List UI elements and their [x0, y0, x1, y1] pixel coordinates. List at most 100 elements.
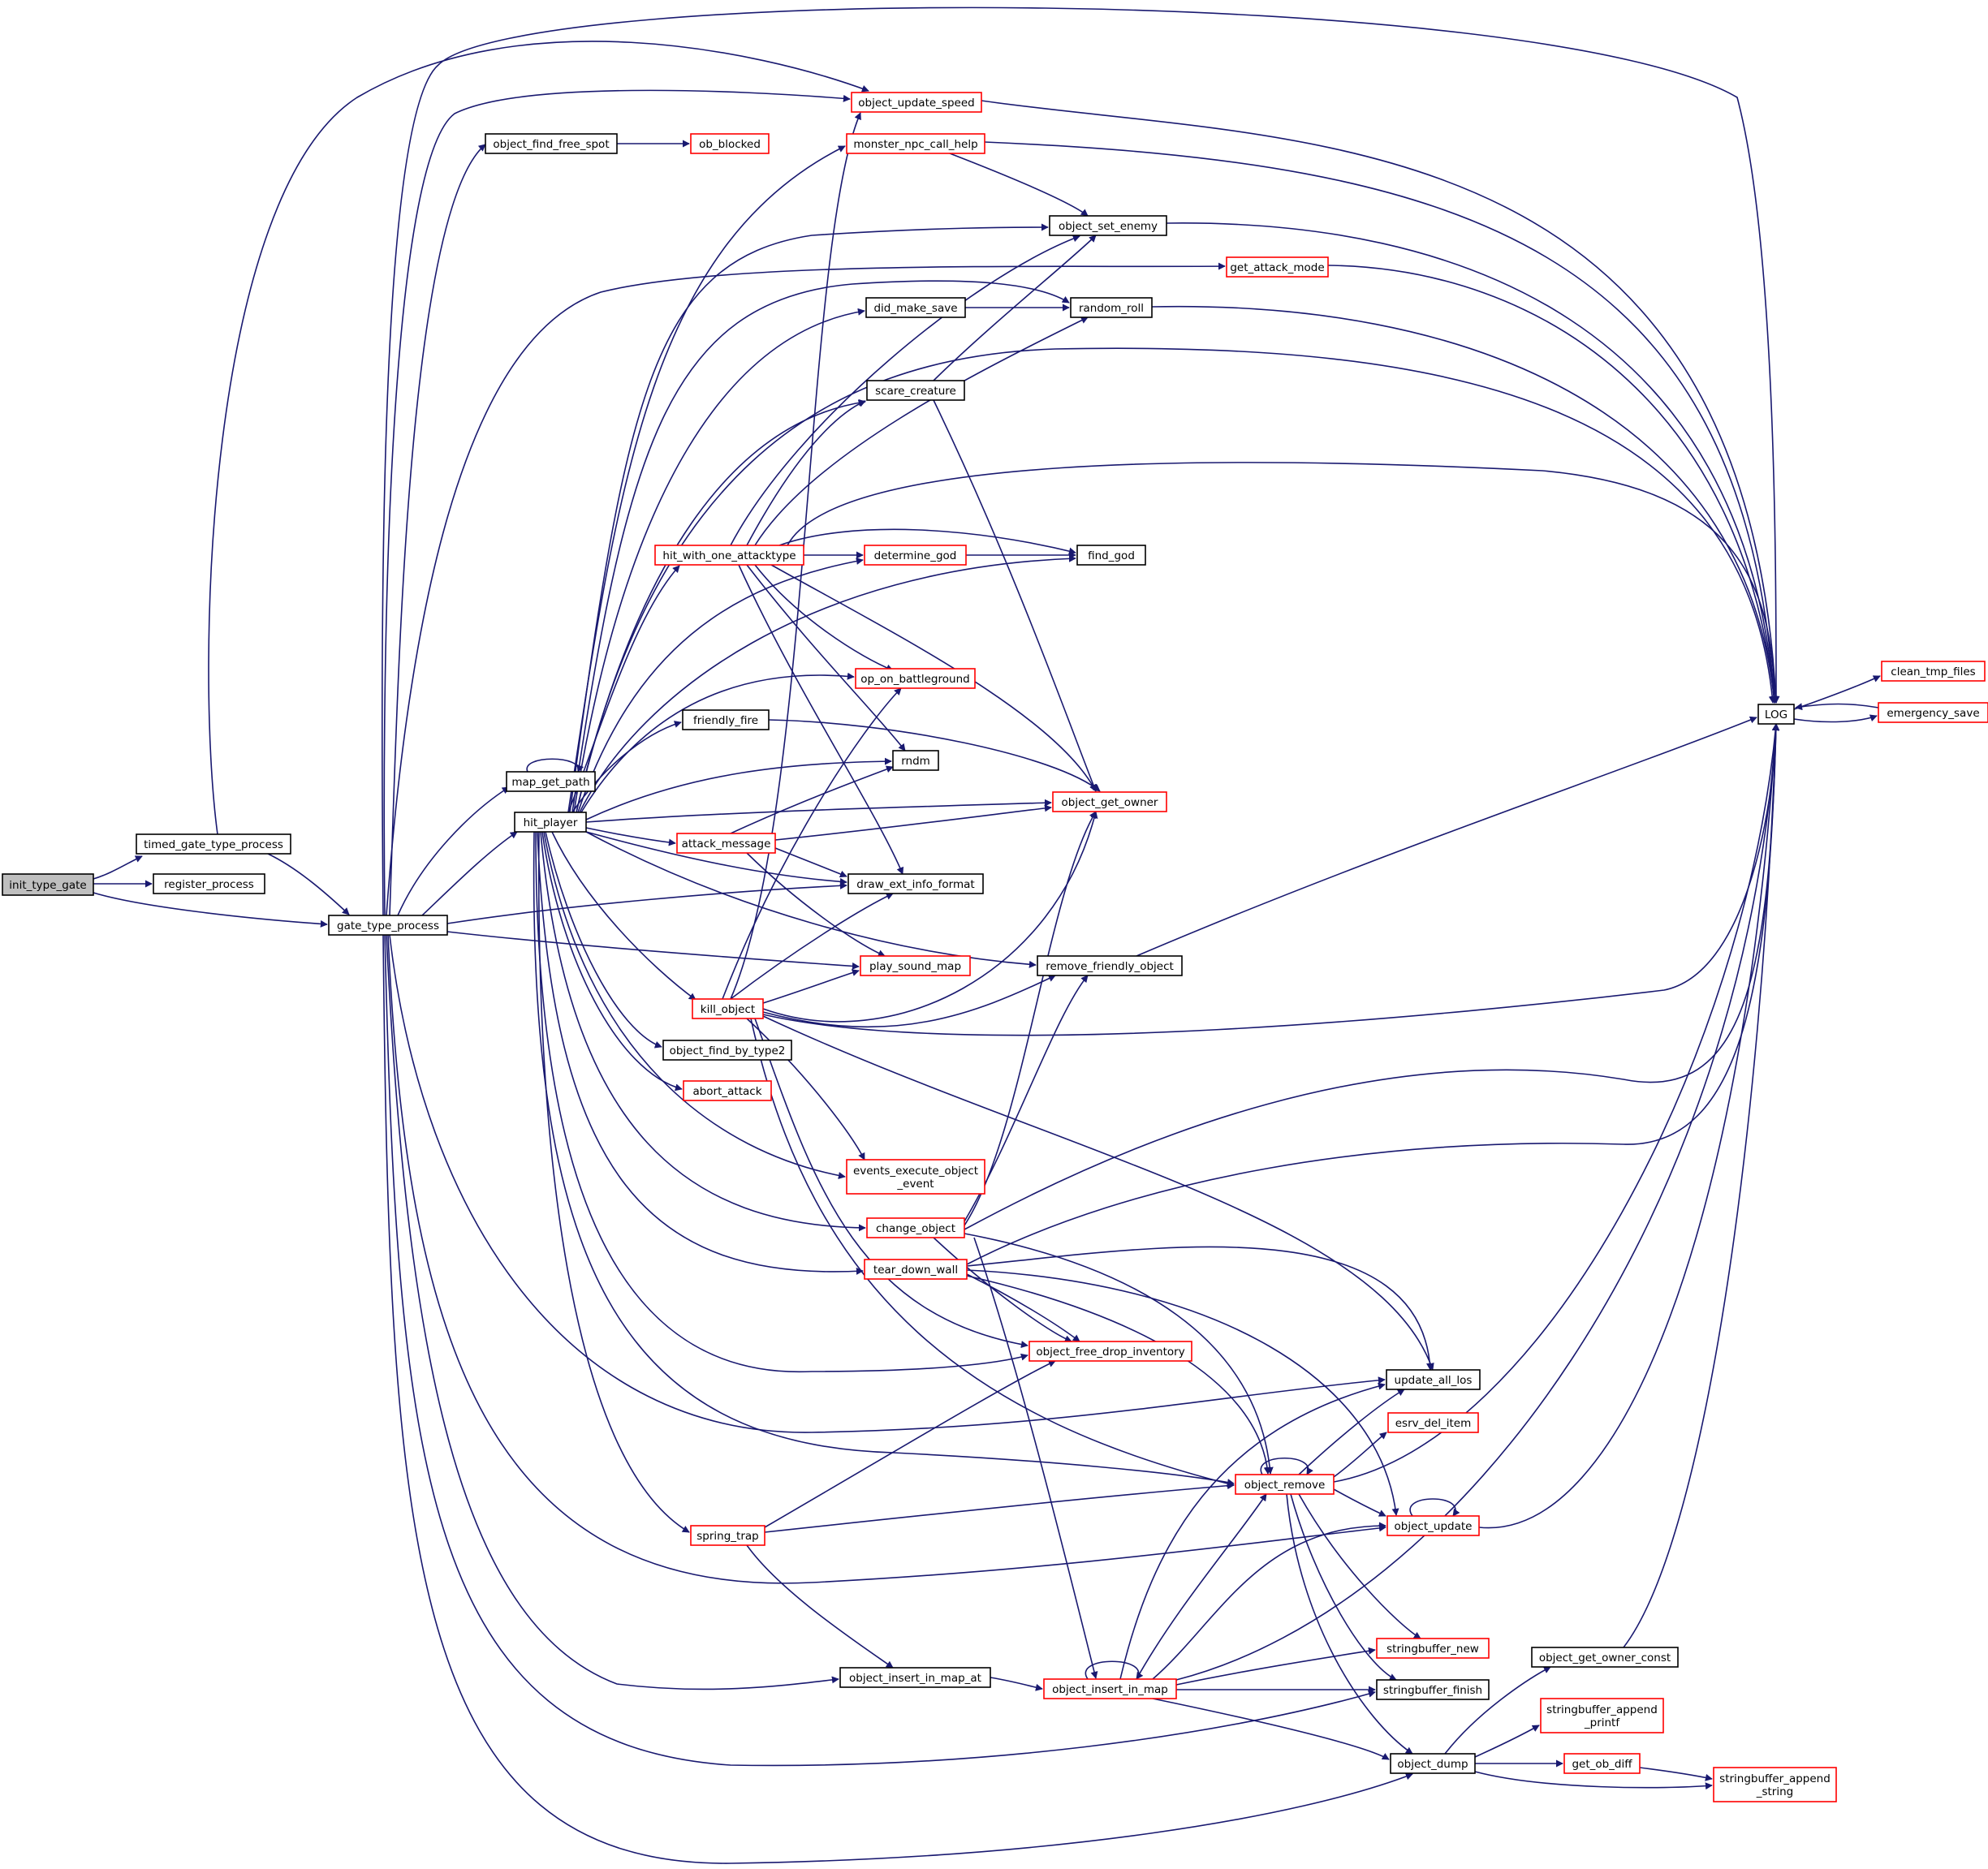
- node-tear-down-wall[interactable]: tear_down_wall: [864, 1259, 968, 1280]
- edge-kill_object-to-op_on_battleground: [722, 687, 902, 1000]
- node-esrv-del-item[interactable]: esrv_del_item: [1387, 1412, 1479, 1433]
- node-label: abort_attack: [692, 1085, 761, 1098]
- node-rndm[interactable]: rndm: [892, 750, 939, 771]
- edge-line: [421, 831, 518, 916]
- edge-line: [446, 881, 847, 924]
- node-box: [1881, 661, 1986, 682]
- node-init-type-gate[interactable]: init_type_gate: [2, 873, 94, 896]
- node-determine-god[interactable]: determine_god: [864, 545, 967, 566]
- edge-line: [746, 400, 866, 546]
- node-label: stringbuffer_new: [1386, 1643, 1479, 1656]
- node-change-object[interactable]: change_object: [866, 1217, 965, 1238]
- edge-tear_down_wall-to-object_free_drop_inventory: [966, 1273, 1080, 1342]
- node-gate-type-process[interactable]: gate_type_process: [328, 915, 448, 936]
- node-spring-trap[interactable]: spring_trap: [690, 1525, 765, 1546]
- node-object-set-enemy[interactable]: object_set_enemy: [1049, 215, 1167, 236]
- node-object-remove[interactable]: object_remove: [1235, 1474, 1335, 1495]
- node-hit-with-one-attacktype[interactable]: hit_with_one_attacktype: [654, 545, 804, 566]
- edge-object_get_owner_const-to-LOG: [1623, 723, 1780, 1648]
- node-abort-attack[interactable]: abort_attack: [683, 1080, 772, 1101]
- node-scare-creature[interactable]: scare_creature: [866, 380, 965, 401]
- node-label: clean_tmp_files: [1891, 665, 1975, 678]
- node-monster-npc-call-help[interactable]: monster_npc_call_help: [846, 133, 985, 154]
- node-stringbuffer-append-string[interactable]: stringbuffer_append_string: [1713, 1767, 1837, 1802]
- edge-map_get_path-to-map_get_path: [526, 758, 584, 773]
- node-label: tear_down_wall: [873, 1264, 958, 1277]
- node-get-ob-diff[interactable]: get_ob_diff: [1563, 1753, 1641, 1774]
- node-friendly-fire[interactable]: friendly_fire: [682, 709, 770, 730]
- edge-tear_down_wall-to-object_update: [966, 1269, 1399, 1516]
- node-box: [683, 1080, 772, 1101]
- edge-object_insert_in_map_at-to-object_insert_in_map: [990, 1677, 1043, 1691]
- edge-line: [382, 934, 1413, 1864]
- edge-line: [746, 564, 906, 751]
- node-attack-message[interactable]: attack_message: [676, 833, 776, 854]
- node-ob-blocked[interactable]: ob_blocked: [690, 133, 770, 154]
- node-object-dump[interactable]: object_dump: [1390, 1753, 1476, 1774]
- node-did-make-save[interactable]: did_make_save: [865, 297, 966, 318]
- edge-object_remove-to-object_dump: [1286, 1493, 1413, 1755]
- node-box: [855, 668, 976, 689]
- node-find-god[interactable]: find_god: [1076, 545, 1146, 566]
- node-label: object_update_speed: [858, 97, 974, 110]
- edge-line: [579, 554, 1076, 813]
- edge-LOG-to-emergency_save: [1793, 714, 1878, 723]
- edge-line: [1333, 1432, 1387, 1478]
- node-object-insert-in-map-at[interactable]: object_insert_in_map_at: [839, 1667, 991, 1688]
- node-register-process[interactable]: register_process: [153, 873, 265, 894]
- node-timed-gate-type-process[interactable]: timed_gate_type_process: [136, 833, 291, 855]
- node-stringbuffer-finish[interactable]: stringbuffer_finish: [1376, 1679, 1490, 1700]
- node-box: [1713, 1767, 1837, 1802]
- edge-object_insert_in_map-to-object_insert_in_map: [1085, 1660, 1144, 1680]
- node-hit-player[interactable]: hit_player: [514, 812, 587, 833]
- edge-spring_trap-to-object_free_drop_inventory: [764, 1360, 1056, 1528]
- node-clean-tmp-files[interactable]: clean_tmp_files: [1881, 661, 1986, 682]
- edge-gate_type_process-to-stringbuffer_finish: [384, 934, 1376, 1767]
- node-remove-friendly-object[interactable]: remove_friendly_object: [1037, 955, 1183, 976]
- edge-object_update_speed-to-LOG: [981, 100, 1780, 704]
- node-label: object_set_enemy: [1059, 220, 1158, 233]
- node-box: [690, 1525, 765, 1546]
- node-object-update-speed[interactable]: object_update_speed: [851, 92, 982, 113]
- node-object-get-owner[interactable]: object_get_owner: [1052, 791, 1167, 812]
- edge-hit_with_one_attacktype-to-rndm: [746, 564, 906, 751]
- edge-kill_object-to-update_all_los: [762, 1015, 1434, 1371]
- edge-hit_player-to-op_on_battleground: [580, 672, 855, 813]
- node-map-get-path[interactable]: map_get_path: [506, 771, 596, 792]
- node-box: [676, 833, 776, 854]
- edge-hit_with_one_attacktype-to-scare_creature: [746, 400, 866, 546]
- edge-line: [966, 723, 1780, 1265]
- node-draw-ext-info-format[interactable]: draw_ext_info_format: [847, 873, 984, 894]
- edge-line: [543, 831, 846, 1179]
- edge-line: [730, 893, 894, 1000]
- node-update-all-los[interactable]: update_all_los: [1386, 1369, 1481, 1390]
- node-object-insert-in-map[interactable]: object_insert_in_map: [1043, 1678, 1177, 1699]
- edge-tear_down_wall-to-update_all_los: [966, 1246, 1434, 1371]
- node-LOG[interactable]: LOG: [1757, 704, 1795, 725]
- node-play-sound-map[interactable]: play_sound_map: [860, 955, 971, 976]
- node-op-on-battleground[interactable]: op_on_battleground: [855, 668, 976, 689]
- node-stringbuffer-new[interactable]: stringbuffer_new: [1376, 1638, 1490, 1659]
- node-object-find-by-type2[interactable]: object_find_by_type2: [662, 1040, 792, 1061]
- edge-line: [730, 235, 1080, 546]
- node-box: [1387, 1412, 1479, 1433]
- node-kill-object[interactable]: kill_object: [692, 998, 764, 1019]
- node-object-update[interactable]: object_update: [1386, 1515, 1480, 1536]
- edge-line: [573, 308, 865, 813]
- node-label: _printf: [1584, 1716, 1620, 1729]
- node-object-free-drop-inventory[interactable]: object_free_drop_inventory: [1028, 1341, 1192, 1362]
- node-random-roll[interactable]: random_roll: [1070, 297, 1153, 318]
- edge-gate_type_process-to-object_update: [387, 934, 1386, 1584]
- edge-line: [762, 975, 1056, 1028]
- node-emergency-save[interactable]: emergency_save: [1878, 702, 1988, 723]
- node-object-find-free-spot[interactable]: object_find_free_spot: [485, 133, 618, 154]
- edge-change_object-to-object_free_drop_inventory: [933, 1237, 1072, 1342]
- node-box: [846, 1159, 985, 1195]
- node-stringbuffer-append-printf[interactable]: stringbuffer_append_printf: [1540, 1698, 1664, 1733]
- node-get-attack-mode[interactable]: get_attack_mode: [1226, 256, 1329, 278]
- edge-tear_down_wall-to-LOG: [966, 723, 1780, 1265]
- node-label: change_object: [876, 1222, 955, 1235]
- node-object-get-owner-const[interactable]: object_get_owner_const: [1531, 1647, 1679, 1668]
- node-events-execute-object-event[interactable]: events_execute_object_event: [846, 1159, 985, 1195]
- edge-line: [1298, 1493, 1421, 1639]
